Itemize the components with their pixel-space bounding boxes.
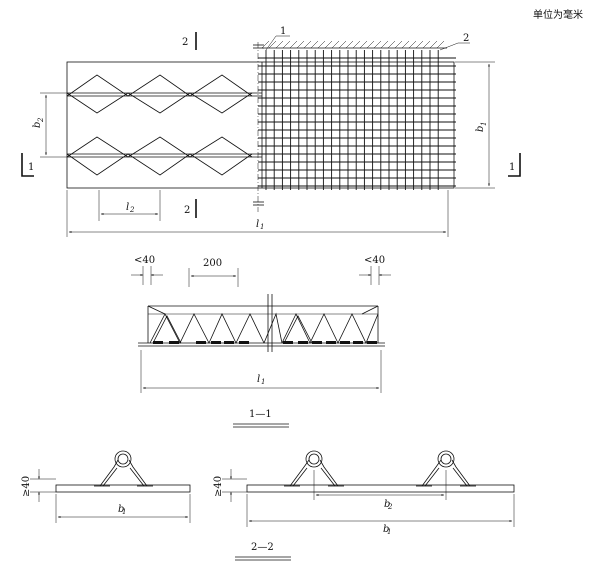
- hatch-stroke: [324, 40, 333, 49]
- hatch-stroke: [352, 40, 361, 49]
- plan-outline: [66, 61, 455, 189]
- svg-text:2: 2: [37, 117, 45, 123]
- hatch-stroke: [296, 40, 305, 49]
- b1-left-label: b 1: [118, 504, 126, 516]
- leader-1-label: 1: [280, 26, 286, 37]
- hatch-stroke: [359, 40, 368, 49]
- truss-top-left: [66, 74, 262, 114]
- svg-text:b: b: [384, 499, 390, 510]
- b2-label-22: b 2: [384, 499, 393, 511]
- weld-pad: [239, 341, 249, 344]
- ge40-left-label: ≥40: [21, 476, 32, 497]
- section-1-right-mark: [508, 153, 521, 177]
- svg-text:b: b: [32, 122, 43, 128]
- weld-pads: [153, 341, 377, 344]
- svg-text:b: b: [118, 504, 124, 515]
- leader-1: [265, 35, 290, 51]
- hatch-stroke: [261, 40, 270, 49]
- weld-pad: [211, 341, 221, 344]
- hatch-stroke: [289, 40, 298, 49]
- plan-view: 1 2 2 2 1 1 b 2 b 1 l 2: [21, 26, 521, 237]
- unit-note: 单位为毫米: [533, 8, 583, 21]
- left-panel-truss: [94, 450, 153, 487]
- svg-text:≥40: ≥40: [21, 476, 32, 497]
- right-panel-slab: [246, 484, 515, 493]
- hatch-stroke: [331, 40, 340, 49]
- b2-dim-label: b 2: [32, 117, 45, 128]
- svg-text:1: 1: [480, 122, 488, 126]
- b1-right-label: b 1: [383, 524, 391, 536]
- l1-dim-label: l 1: [256, 219, 264, 231]
- reinforcement-mesh: [258, 50, 456, 190]
- right-panel-truss-1: [284, 450, 344, 487]
- weld-pad: [353, 341, 363, 344]
- left-panel-slab: [55, 484, 191, 493]
- svg-text:l: l: [256, 219, 259, 230]
- svg-text:l: l: [257, 374, 260, 385]
- right-panel-truss-2: [416, 450, 476, 487]
- lt40-left-label: <40: [134, 255, 155, 266]
- lt40-right-label: <40: [364, 255, 385, 266]
- svg-text:l: l: [126, 202, 129, 213]
- hatch-stroke: [282, 40, 291, 49]
- svg-text:b: b: [383, 524, 389, 535]
- svg-text:≥40: ≥40: [213, 476, 224, 497]
- svg-text:1: 1: [260, 223, 264, 231]
- elev-l1-label: l 1: [257, 374, 265, 386]
- weld-pad: [196, 341, 206, 344]
- svg-text:1: 1: [261, 378, 265, 386]
- hatch-stroke: [401, 40, 410, 49]
- weld-pad: [340, 341, 350, 344]
- hatch-stroke: [310, 40, 319, 49]
- hatch-stroke: [317, 40, 326, 49]
- section-1-left-label: 1: [28, 162, 34, 173]
- caption-2-2: 2—2: [251, 542, 274, 553]
- svg-text:1: 1: [122, 508, 126, 516]
- hatch-stroke: [380, 40, 389, 49]
- caption-1-1: 1—1: [249, 409, 272, 420]
- hatch-stroke: [387, 40, 396, 49]
- section-2-2-view: ≥40 b 1: [21, 450, 515, 561]
- leader-2: [439, 42, 470, 51]
- elevation-view: <40 200 <40: [131, 255, 391, 428]
- svg-text:1: 1: [387, 528, 391, 536]
- weld-pad: [326, 341, 336, 344]
- hatch-stroke: [422, 40, 431, 49]
- ge40-right-label: ≥40: [213, 476, 224, 497]
- weld-pad: [367, 341, 377, 344]
- section-2-bottom-label: 2: [184, 205, 190, 216]
- hatched-edge: [261, 40, 445, 49]
- hatch-stroke: [275, 40, 284, 49]
- svg-text:2: 2: [129, 206, 135, 214]
- hatch-stroke: [429, 40, 438, 49]
- weld-pad: [224, 341, 234, 344]
- truss-bottom-left: [66, 136, 262, 176]
- section-1-left-mark: [21, 153, 34, 177]
- hatch-stroke: [366, 40, 375, 49]
- svg-text:b: b: [475, 126, 486, 132]
- hatch-stroke: [415, 40, 424, 49]
- hatch-stroke: [338, 40, 347, 49]
- hatch-stroke: [408, 40, 417, 49]
- hatch-stroke: [373, 40, 382, 49]
- weld-pad: [298, 341, 308, 344]
- dim200-label: 200: [203, 258, 222, 269]
- section-2-top-label: 2: [182, 37, 188, 48]
- weld-pad: [153, 341, 163, 344]
- weld-pad: [312, 341, 322, 344]
- truss-web: [147, 305, 379, 344]
- hatch-stroke: [394, 40, 403, 49]
- b1-dim-label: b 1: [475, 122, 488, 132]
- hatch-stroke: [268, 40, 277, 49]
- hatch-stroke: [303, 40, 312, 49]
- weld-pad: [283, 341, 293, 344]
- section-1-right-label: 1: [509, 162, 515, 173]
- l2-dim-label: l 2: [126, 202, 135, 214]
- leader-2-label: 2: [463, 33, 469, 44]
- svg-text:2: 2: [387, 503, 393, 511]
- hatch-stroke: [345, 40, 354, 49]
- weld-pad: [169, 341, 179, 344]
- hatch-stroke: [436, 40, 445, 49]
